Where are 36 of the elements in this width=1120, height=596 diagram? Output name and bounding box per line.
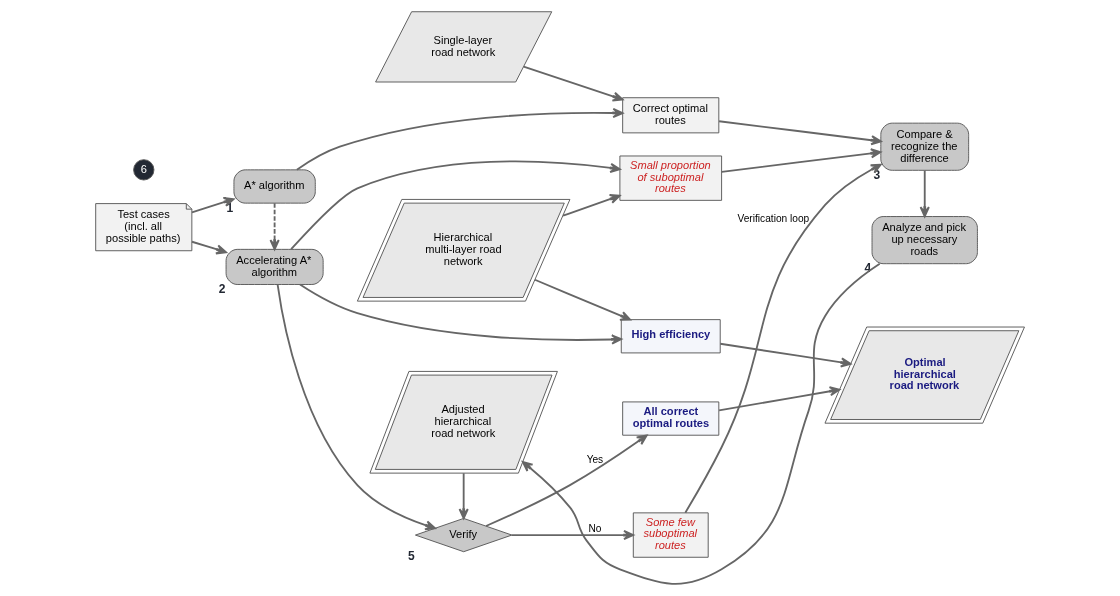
label: 6: [140, 162, 147, 175]
arrow: [295, 107, 624, 171]
arrow: [521, 262, 881, 585]
node-label: 2: [218, 282, 226, 297]
node-box: Compare & recognize the difference: [880, 122, 970, 171]
edge-label: Yes: [586, 453, 604, 465]
arrow: [269, 202, 280, 251]
edge-label: No: [588, 523, 602, 535]
arrow: [511, 529, 635, 541]
node-box: Small proportion of suboptimal routes: [619, 155, 723, 201]
edge-label: Verification loop: [737, 213, 810, 225]
node-label: 5: [408, 549, 415, 564]
arrow: [191, 240, 227, 255]
arrow: [720, 148, 882, 173]
arrow: [718, 386, 841, 412]
arrow: [522, 65, 624, 102]
arrow: [290, 160, 621, 251]
arrow: [458, 472, 469, 520]
node-box: High efficiency: [620, 319, 721, 354]
arrow: [562, 194, 621, 217]
arrow: [299, 283, 623, 345]
arrow: [719, 342, 852, 368]
arrow: [276, 283, 436, 531]
arrow: [684, 163, 882, 514]
node-box: All correct optimal routes: [622, 401, 720, 436]
arrow: [485, 434, 648, 527]
node-label: 1: [226, 200, 234, 215]
node-box: Analyze and pick up necessary roads: [871, 216, 978, 265]
node-box: Some few suboptimal routes: [632, 512, 709, 558]
node-box: A* algorithm: [233, 169, 316, 204]
arrow: [534, 278, 631, 321]
arrow: [191, 197, 235, 214]
node-box: Accelerating A* algorithm: [225, 248, 324, 285]
arrow: [718, 120, 882, 146]
arrow: [919, 169, 930, 218]
node-box: Correct optimal routes: [622, 97, 720, 134]
